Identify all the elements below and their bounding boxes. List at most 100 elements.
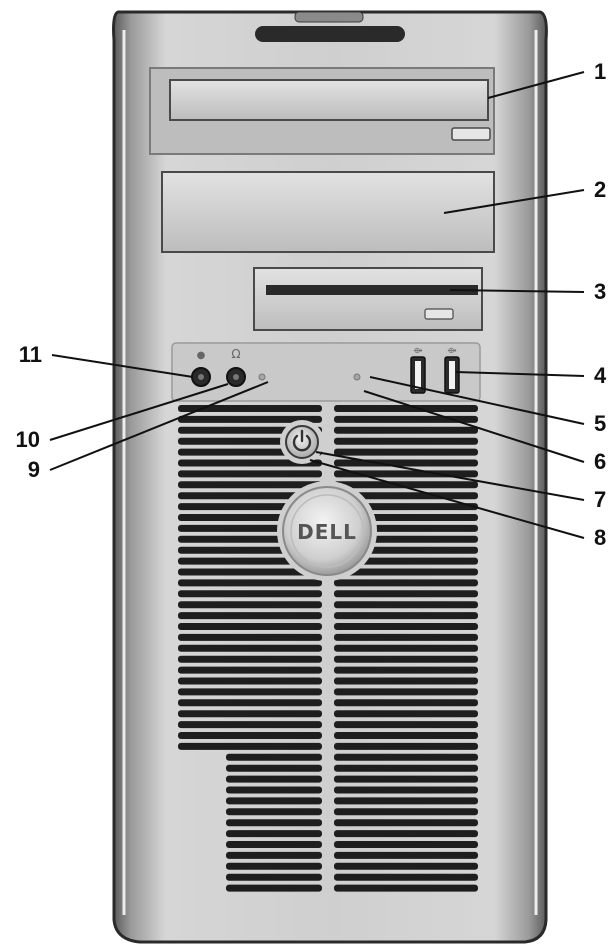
vent-slot — [334, 459, 478, 467]
vent-slot — [334, 873, 478, 881]
vent-slot — [334, 557, 478, 565]
vent-slot — [334, 775, 478, 783]
vent-slot — [178, 732, 322, 739]
vent-slot — [226, 841, 322, 848]
vent-slot — [334, 841, 478, 848]
vent-slot — [334, 710, 478, 718]
vent-slot — [334, 819, 478, 827]
vent-slot — [334, 623, 478, 630]
dell-logo-text: DELL — [297, 520, 357, 544]
callout-leader-line-8 — [309, 459, 585, 539]
callout-leader-line-3 — [449, 289, 585, 293]
callout-number-4: 4 — [594, 363, 607, 388]
dell-logo-badge: DELL — [282, 486, 372, 576]
floppy-drive-bay — [253, 267, 483, 331]
vent-slot — [334, 742, 478, 750]
top-latch — [255, 26, 405, 42]
callout-number-1: 1 — [594, 59, 606, 84]
callout-number-5: 5 — [594, 411, 606, 436]
vent-slot — [178, 415, 322, 423]
vent-slot — [226, 851, 322, 859]
vent-slot — [334, 797, 478, 805]
headphone-icon: Ω — [231, 347, 240, 361]
vent-slot — [334, 884, 478, 892]
vent-slot — [334, 699, 478, 707]
vent-slot — [178, 459, 322, 467]
diagnostic-light — [353, 373, 361, 381]
floppy-eject-button — [424, 308, 454, 320]
vent-slot — [226, 797, 322, 805]
vent-slot — [178, 742, 322, 750]
vent-slot — [226, 786, 322, 794]
vent-slot — [178, 688, 322, 696]
callout-leader-line-5 — [369, 376, 585, 425]
power-icon — [292, 434, 312, 452]
callout-leader-line-1 — [487, 71, 585, 99]
vent-slot — [178, 633, 322, 641]
vent-slot — [178, 568, 322, 576]
vent-slot — [334, 470, 478, 478]
callout-number-7: 7 — [594, 487, 606, 512]
power-button — [285, 425, 319, 459]
vent-slot — [334, 426, 478, 434]
vent-slot — [178, 623, 322, 630]
vent-slot — [334, 579, 478, 587]
vent-slot — [226, 808, 322, 816]
vent-slot — [334, 448, 478, 456]
vent-slot — [334, 808, 478, 816]
optical-drive-bay-1 — [149, 67, 495, 155]
callout-leader-line-11 — [51, 354, 194, 378]
vent-slot — [334, 415, 478, 423]
vent-slot — [178, 492, 322, 500]
callout-number-3: 3 — [594, 279, 606, 304]
vent-slot — [178, 666, 322, 674]
vent-slot — [334, 481, 478, 489]
callout-number-11: 11 — [19, 342, 42, 367]
vent-slot — [226, 884, 322, 892]
front-io-panel: ● Ω ⟴ ⟴ — [171, 342, 481, 402]
usb-icon: ⟴ — [413, 346, 422, 355]
vent-slot — [226, 830, 322, 838]
callout-leader-line-9 — [49, 381, 269, 471]
vent-slot — [226, 753, 322, 761]
vent-slot — [178, 579, 322, 587]
vent-slot — [178, 470, 322, 478]
vent-slot — [334, 612, 478, 620]
vent-slot — [334, 764, 478, 772]
callout-leader-line-2 — [443, 189, 585, 214]
callout-leader-line-10 — [49, 383, 229, 441]
vent-slot — [334, 851, 478, 859]
top-latch-tab — [294, 11, 364, 23]
vent-slot — [334, 666, 478, 674]
vent-slot — [178, 590, 322, 598]
vent-slot — [334, 590, 478, 598]
callout-number-9: 9 — [28, 457, 40, 482]
vent-slot — [178, 601, 322, 609]
vent-slot — [226, 775, 322, 783]
vent-slot — [334, 862, 478, 870]
callout-number-2: 2 — [594, 177, 606, 202]
vent-slot — [334, 437, 478, 445]
vent-slot — [178, 612, 322, 620]
vent-slot — [334, 786, 478, 794]
vent-slot — [226, 873, 322, 881]
callout-leader-line-6 — [363, 390, 585, 463]
vent-slot — [334, 677, 478, 685]
vent-slot — [334, 688, 478, 696]
network-activity-light — [258, 373, 266, 381]
vent-slot — [334, 753, 478, 761]
vent-slot — [334, 655, 478, 663]
vent-slot — [334, 721, 478, 729]
vent-slot — [334, 601, 478, 609]
vent-slot — [178, 405, 322, 412]
vent-slot — [178, 481, 322, 489]
optical-drive-bay-2 — [161, 171, 495, 253]
vent-slot — [178, 677, 322, 685]
floppy-slot — [266, 285, 478, 295]
vent-slot — [334, 732, 478, 739]
vent-slot — [178, 644, 322, 652]
callout-leader-line-7 — [315, 451, 585, 501]
vent-slot — [178, 699, 322, 707]
